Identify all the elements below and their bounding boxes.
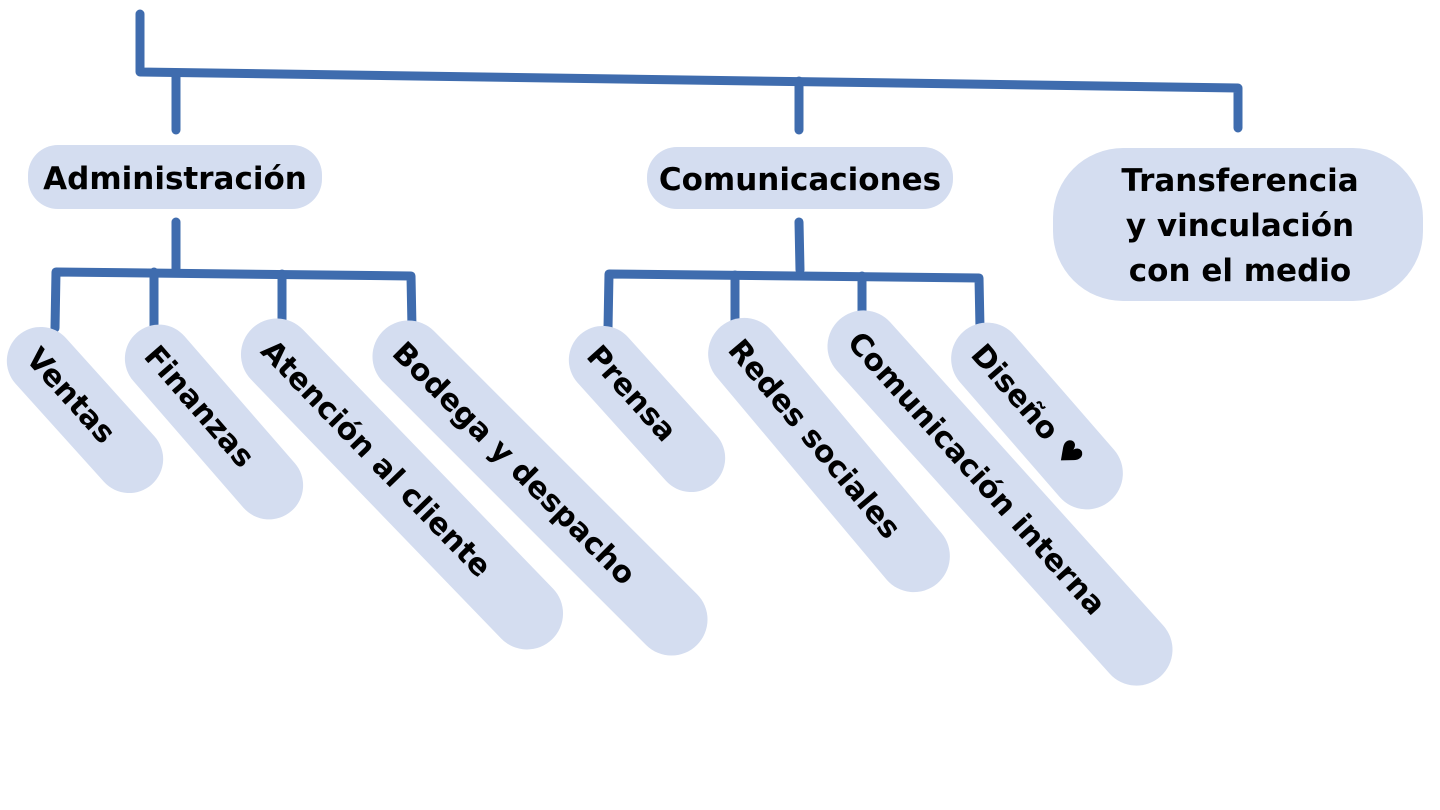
node-label-line: y vinculación [1126,208,1354,244]
connector-com-bus [794,217,805,275]
node-label: Administración [43,161,307,197]
node-administracion[interactable]: Administración [28,145,322,209]
node-label-line: con el medio [1129,253,1351,289]
node-comunicaciones[interactable]: Comunicaciones [647,147,953,209]
connector-admin-children [50,267,417,333]
node-transferencia[interactable]: Transferencia y vinculación con el medio [1053,148,1423,301]
root-connector [135,9,1243,133]
node-label: Comunicaciones [659,162,941,198]
node-label-line: Transferencia [1121,163,1358,199]
connector-com-children [603,269,985,333]
connectors [50,9,1243,333]
